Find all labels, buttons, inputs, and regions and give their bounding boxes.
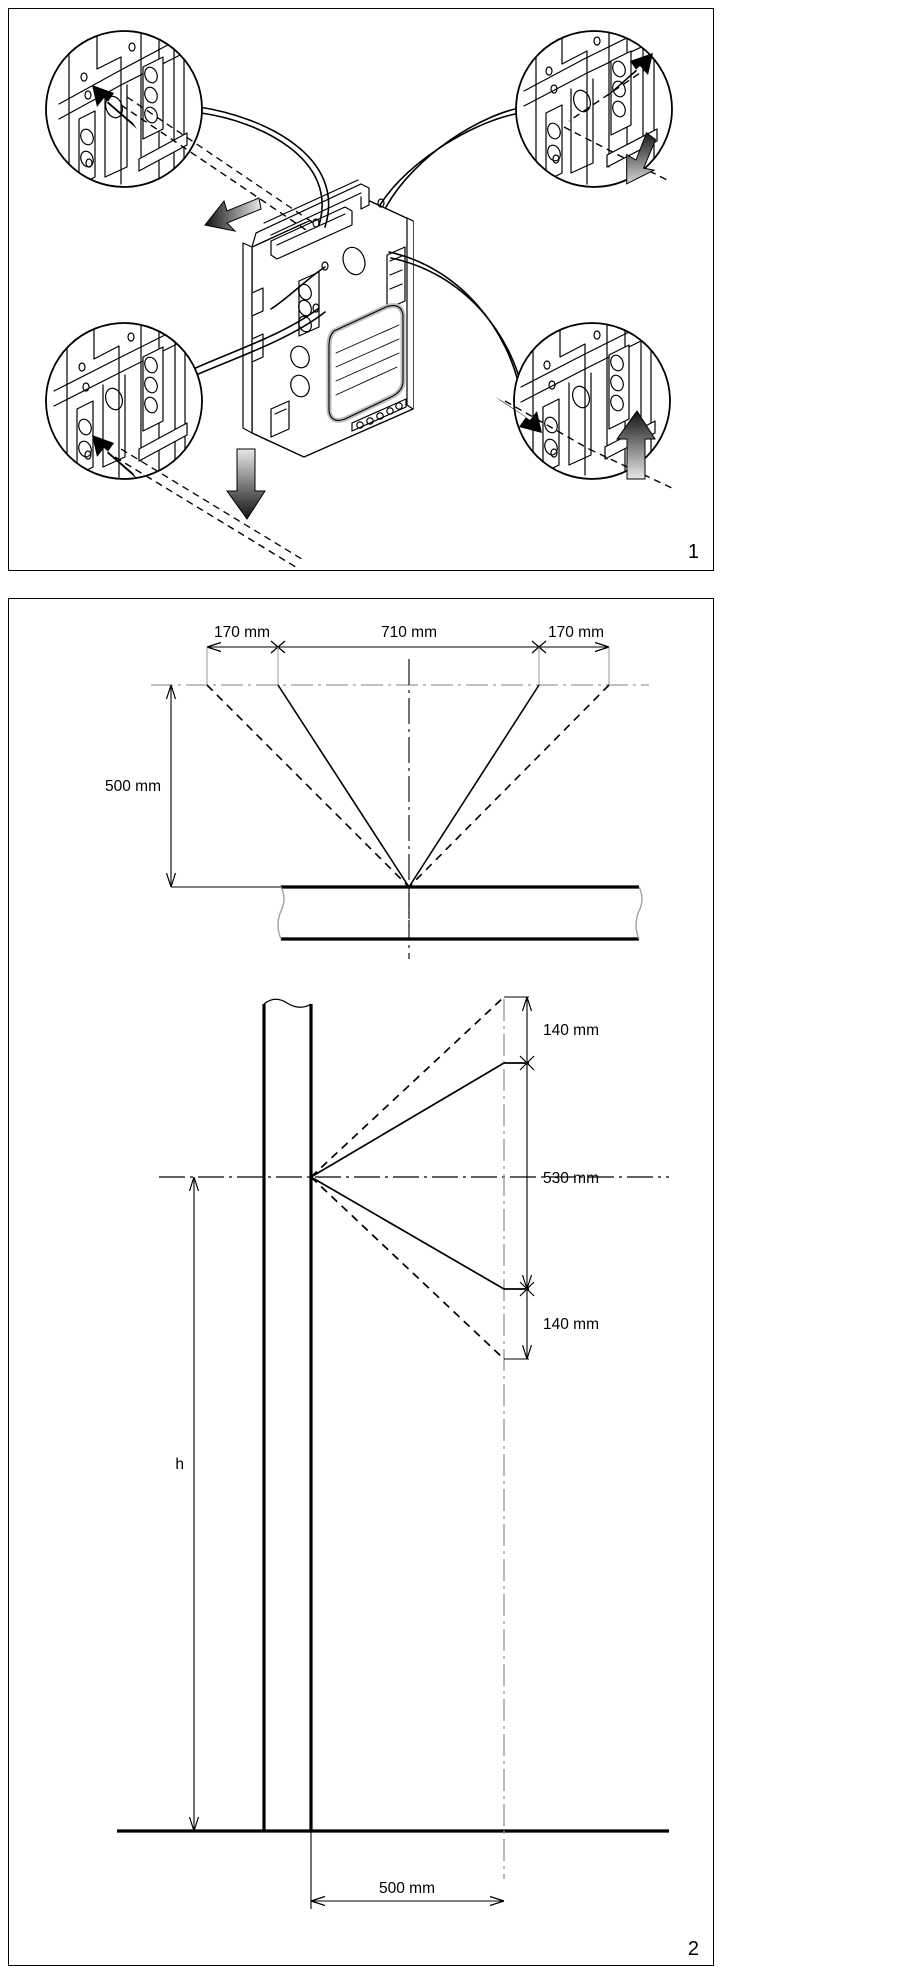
side-view-wall [262,998,313,1831]
insertion-axis-lines-2 [120,96,316,562]
insertion-axis-lines [114,66,675,569]
top-view-target-surface [171,885,643,941]
insert-arrow-bottom-left [92,435,137,479]
insert-arrow-top-left [92,85,137,129]
movement-arrow-right [626,132,657,185]
side-view-main-span-dimension [521,1063,533,1290]
dim-side-lower-offset: 140 mm [543,1316,599,1333]
figure-1-panel: 1 [8,8,714,571]
dim-top-left-offset: 170 mm [214,624,270,641]
figure-2-panel: 170 mm 710 mm 170 mm [8,598,714,1966]
dim-side-upper-offset: 140 mm [543,1022,599,1039]
dim-top-center-span: 710 mm [381,624,437,641]
top-dimension-chain [206,640,610,685]
callout-bottom-left [46,323,202,479]
callout-circle-top-left [45,30,203,188]
dim-side-mounting-height: h [175,1456,184,1473]
movement-arrows [204,132,657,520]
side-view-height-dimension [188,1176,200,1832]
top-view-depth-dimension [165,684,177,888]
top-view-dashed-cone [206,684,610,888]
movement-arrow-up [616,410,656,480]
movement-arrow-left [204,197,262,232]
callout-circle-bottom-right [513,322,671,480]
insert-arrow-top-right [607,53,653,97]
side-view-standoff-dimension [310,1831,505,1909]
side-view-dashed-cone-extensions [504,996,529,1360]
detector-backplate [242,179,414,458]
side-view-dashed-cone [310,996,505,1360]
callout-top-left [46,31,202,187]
dim-side-main-span: 530 mm [543,1170,599,1187]
side-view-lower-offset-dimension [519,1281,535,1360]
movement-arrow-down [226,448,266,520]
callout-circle-bottom-left [45,322,203,480]
insert-arrow-bottom-right [496,397,542,433]
side-view-solid-cone [310,1062,529,1290]
callout-bottom-right [514,323,670,479]
figure-2-number: 2 [687,1938,699,1960]
insertion-arrows [92,53,653,479]
top-view-solid-cone [277,684,540,888]
side-view-upper-offset-dimension [519,996,535,1071]
figure-2-top-view: 170 mm 710 mm 170 mm [105,624,649,959]
figure-1-number: 1 [687,541,699,563]
dim-top-view-depth: 500 mm [105,778,161,795]
callout-top-right [516,31,672,187]
figure-2-side-view: 140 mm 530 mm 140 mm [117,996,669,1909]
figure-1-graphic [45,30,675,569]
dim-side-standoff: 500 mm [379,1880,435,1897]
figure-2-graphic: 170 mm 710 mm 170 mm [105,624,669,1909]
callout-circle-top-right [515,30,673,188]
dim-top-right-offset: 170 mm [548,624,604,641]
